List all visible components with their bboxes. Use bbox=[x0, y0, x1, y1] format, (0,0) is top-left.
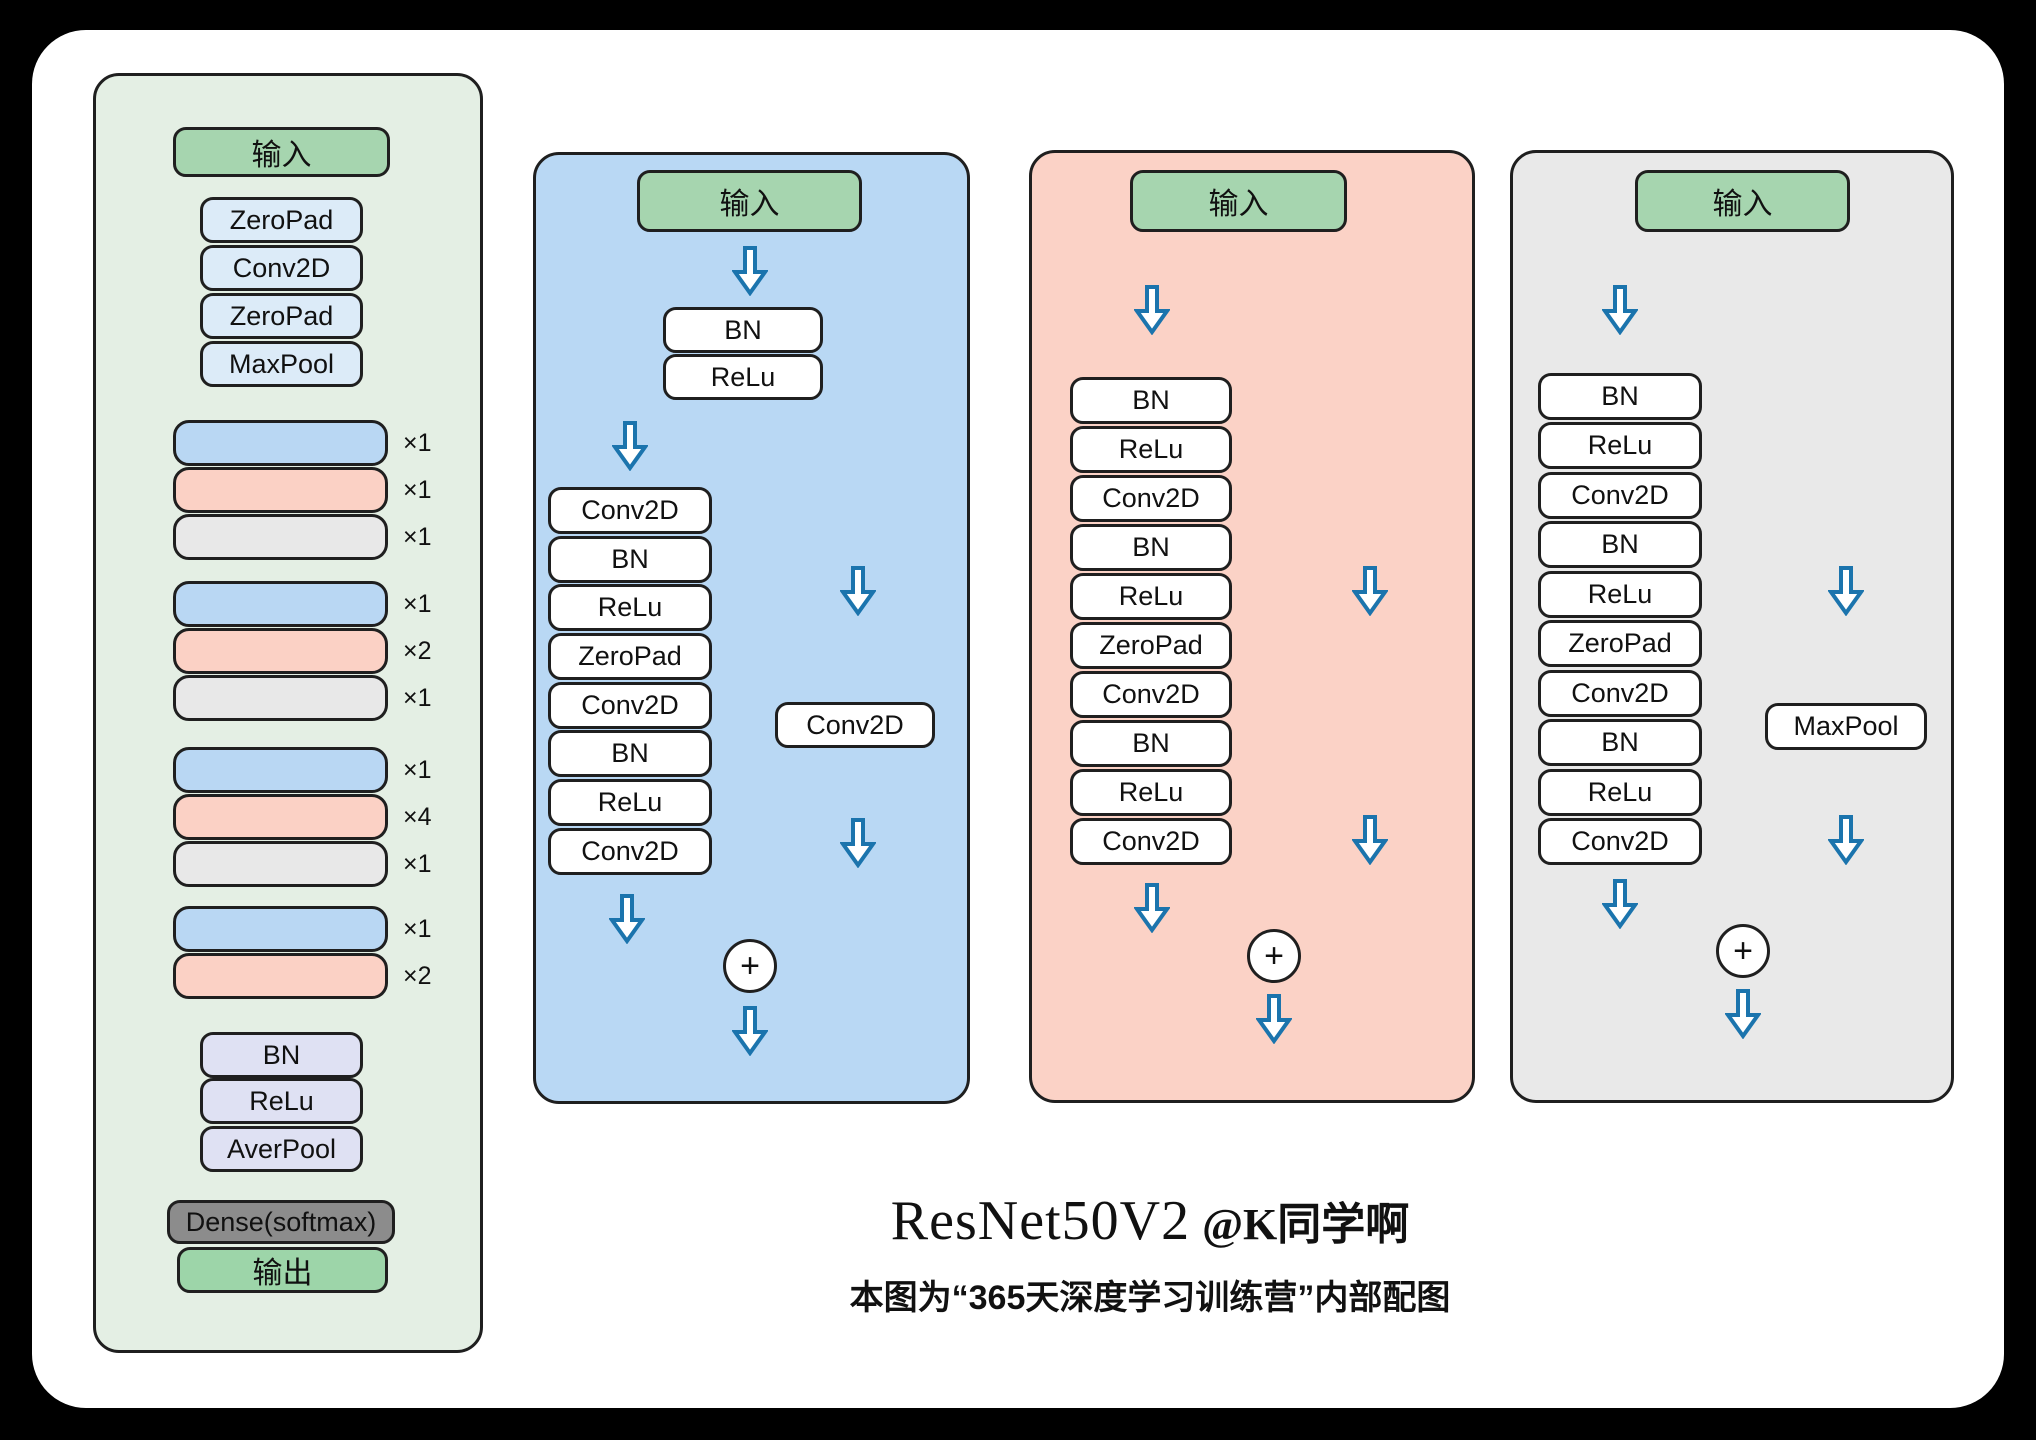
stage-row-conv-block bbox=[173, 906, 388, 952]
stage-count: ×1 bbox=[403, 589, 432, 618]
stage-row-conv-block bbox=[173, 747, 388, 793]
bn-box: BN bbox=[1070, 720, 1232, 767]
relu-box: ReLu bbox=[1070, 426, 1232, 473]
bn-box: BN bbox=[1538, 719, 1702, 766]
stage-count: ×1 bbox=[403, 428, 432, 457]
conv2d-box: Conv2D bbox=[1070, 671, 1232, 718]
conv2d-box: Conv2D bbox=[1070, 475, 1232, 522]
input-box: 输入 bbox=[1130, 170, 1347, 232]
bn-box: BN bbox=[1538, 521, 1702, 568]
down-arrow-icon bbox=[731, 246, 769, 297]
zeropad-box: ZeroPad bbox=[200, 197, 363, 243]
down-arrow-icon bbox=[1827, 815, 1865, 866]
stage-count: ×2 bbox=[403, 636, 432, 665]
relu-box: ReLu bbox=[1070, 769, 1232, 816]
averpool-box: AverPool bbox=[200, 1126, 363, 1172]
shortcut-conv2d-box: Conv2D bbox=[775, 702, 935, 748]
conv2d-box: Conv2D bbox=[1538, 818, 1702, 865]
relu-box: ReLu bbox=[1538, 422, 1702, 469]
down-arrow-icon bbox=[1601, 285, 1639, 336]
input-box: 输入 bbox=[637, 170, 862, 232]
stage-row-identity-block bbox=[173, 953, 388, 999]
stage-row-conv-block bbox=[173, 581, 388, 627]
down-arrow-icon bbox=[1133, 285, 1171, 336]
title-author: @K同学啊 bbox=[1202, 1200, 1410, 1249]
relu-box: ReLu bbox=[663, 354, 823, 400]
down-arrow-icon bbox=[839, 818, 877, 869]
conv2d-box: Conv2D bbox=[1070, 818, 1232, 865]
stage-count: ×1 bbox=[403, 475, 432, 504]
conv2d-box: Conv2D bbox=[1538, 670, 1702, 717]
stage-row-conv-block bbox=[173, 420, 388, 466]
add-icon: + bbox=[1716, 924, 1770, 978]
stage-count: ×1 bbox=[403, 522, 432, 551]
add-icon: + bbox=[1247, 929, 1301, 983]
conv2d-box: Conv2D bbox=[1538, 472, 1702, 519]
title-main: ResNet50V2 bbox=[890, 1190, 1191, 1252]
stage-row-pool-block bbox=[173, 675, 388, 721]
relu-box: ReLu bbox=[548, 584, 712, 631]
relu-box: ReLu bbox=[548, 779, 712, 826]
down-arrow-icon bbox=[1255, 994, 1293, 1045]
down-arrow-icon bbox=[1827, 566, 1865, 617]
stage-count: ×2 bbox=[403, 961, 432, 990]
dense-softmax-box: Dense(softmax) bbox=[167, 1200, 395, 1244]
down-arrow-icon bbox=[731, 1006, 769, 1057]
conv2d-box: Conv2D bbox=[548, 682, 712, 729]
conv2d-box: Conv2D bbox=[200, 245, 363, 291]
conv2d-box: Conv2D bbox=[548, 487, 712, 534]
stage-count: ×1 bbox=[403, 755, 432, 784]
bn-box: BN bbox=[1070, 377, 1232, 424]
input-box: 输入 bbox=[173, 127, 390, 177]
bn-box: BN bbox=[1070, 524, 1232, 571]
stage-row-identity-block bbox=[173, 794, 388, 840]
maxpool-box: MaxPool bbox=[200, 341, 363, 387]
stage-row-identity-block bbox=[173, 628, 388, 674]
conv2d-box: Conv2D bbox=[548, 828, 712, 875]
bn-box: BN bbox=[1538, 373, 1702, 420]
down-arrow-icon bbox=[1724, 989, 1762, 1040]
bn-box: BN bbox=[663, 307, 823, 353]
add-icon: + bbox=[723, 939, 777, 993]
relu-box: ReLu bbox=[1070, 573, 1232, 620]
stage-row-pool-block bbox=[173, 514, 388, 560]
stage-count: ×1 bbox=[403, 849, 432, 878]
stage-count: ×4 bbox=[403, 802, 432, 831]
down-arrow-icon bbox=[1601, 879, 1639, 930]
zeropad-box: ZeroPad bbox=[1070, 622, 1232, 669]
zeropad-box: ZeroPad bbox=[1538, 620, 1702, 667]
bn-box: BN bbox=[200, 1032, 363, 1078]
relu-box: ReLu bbox=[1538, 769, 1702, 816]
zeropad-box: ZeroPad bbox=[548, 633, 712, 680]
down-arrow-icon bbox=[1133, 883, 1171, 934]
shortcut-maxpool-box: MaxPool bbox=[1765, 703, 1927, 750]
title: ResNet50V2@K同学啊 bbox=[830, 1188, 1470, 1253]
input-box: 输入 bbox=[1635, 170, 1850, 232]
subtitle: 本图为“365天深度学习训练营”内部配图 bbox=[849, 1279, 1451, 1317]
stage-row-identity-block bbox=[173, 467, 388, 513]
down-arrow-icon bbox=[608, 894, 646, 945]
down-arrow-icon bbox=[611, 421, 649, 472]
zeropad-box: ZeroPad bbox=[200, 293, 363, 339]
down-arrow-icon bbox=[839, 566, 877, 617]
bn-box: BN bbox=[548, 730, 712, 777]
down-arrow-icon bbox=[1351, 815, 1389, 866]
stage-row-pool-block bbox=[173, 841, 388, 887]
relu-box: ReLu bbox=[200, 1078, 363, 1124]
output-box: 输出 bbox=[177, 1247, 388, 1293]
stage-count: ×1 bbox=[403, 914, 432, 943]
down-arrow-icon bbox=[1351, 566, 1389, 617]
relu-box: ReLu bbox=[1538, 571, 1702, 618]
bn-box: BN bbox=[548, 536, 712, 583]
stage-count: ×1 bbox=[403, 683, 432, 712]
